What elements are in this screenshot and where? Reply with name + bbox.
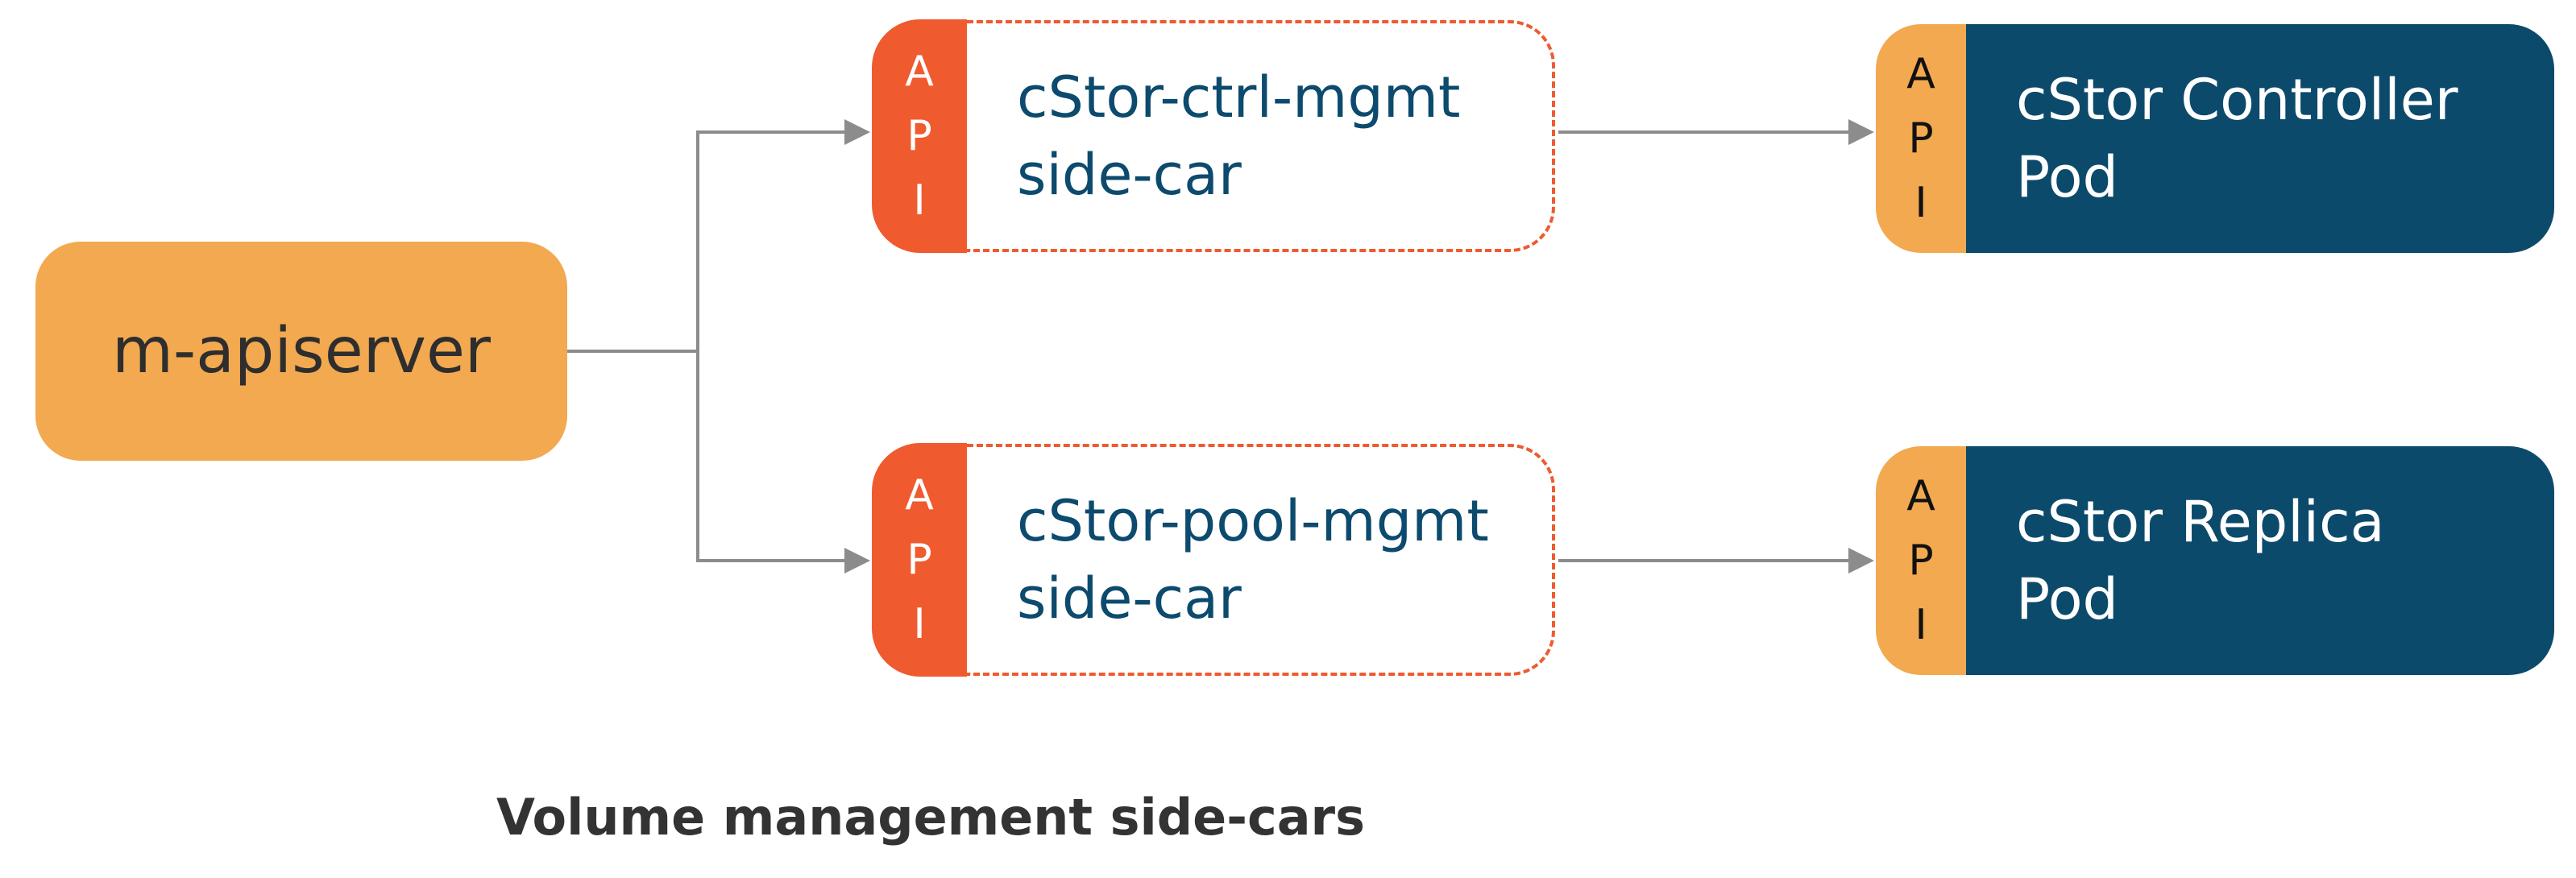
arrowhead-to-controller-pod [1848, 119, 1874, 145]
api-letter: P [906, 536, 932, 584]
ctrl-mgmt-api-tab: A P I [872, 19, 967, 253]
api-letter: I [1914, 601, 1927, 649]
api-letter: I [1914, 179, 1927, 227]
api-letter: I [913, 176, 926, 225]
pod-subtitle: Pod [2016, 144, 2118, 210]
sidecar-title: cStor-pool-mgmt [1017, 488, 1489, 554]
sidecar-subtitle: side-car [1017, 142, 1242, 208]
arrowhead-to-ctrl-sidecar [844, 119, 870, 145]
api-letter: A [905, 471, 934, 520]
controller-pod-body: cStor Controller Pod [1966, 24, 2554, 253]
pod-subtitle: Pod [2016, 566, 2118, 632]
pool-mgmt-sidecar-body: cStor-pool-mgmt side-car [967, 444, 1555, 676]
arrowhead-to-pool-sidecar [844, 548, 870, 574]
pod-title: cStor Replica [2016, 489, 2385, 555]
sidecar-title: cStor-ctrl-mgmt [1017, 64, 1461, 130]
api-letter: P [1908, 114, 1934, 163]
ctrl-mgmt-sidecar-node: A P I cStor-ctrl-mgmt side-car [872, 19, 1555, 253]
m-apiserver-label: m-apiserver [111, 315, 492, 387]
api-letter: A [1906, 50, 1935, 98]
api-letter: A [905, 48, 934, 96]
controller-pod-api-tab: A P I [1876, 24, 1966, 253]
controller-pod-node: A P I cStor Controller Pod [1876, 24, 2554, 253]
pool-mgmt-api-tab: A P I [872, 443, 967, 677]
sidecar-subtitle: side-car [1017, 565, 1242, 632]
replica-pod-node: A P I cStor Replica Pod [1876, 446, 2554, 675]
arrowhead-to-replica-pod [1848, 548, 1874, 574]
m-apiserver-node: m-apiserver [35, 242, 567, 461]
pod-title: cStor Controller [2016, 67, 2458, 133]
apiserver-fork-connector [567, 130, 1850, 562]
replica-pod-api-tab: A P I [1876, 446, 1966, 675]
api-letter: I [913, 600, 926, 648]
api-letter: P [906, 112, 932, 160]
diagram-caption: Volume management side-cars [496, 788, 1366, 847]
pool-mgmt-sidecar-node: A P I cStor-pool-mgmt side-car [872, 443, 1555, 677]
api-letter: P [1908, 536, 1934, 585]
api-letter: A [1906, 472, 1935, 520]
ctrl-mgmt-sidecar-body: cStor-ctrl-mgmt side-car [967, 20, 1555, 252]
replica-pod-body: cStor Replica Pod [1966, 446, 2554, 675]
